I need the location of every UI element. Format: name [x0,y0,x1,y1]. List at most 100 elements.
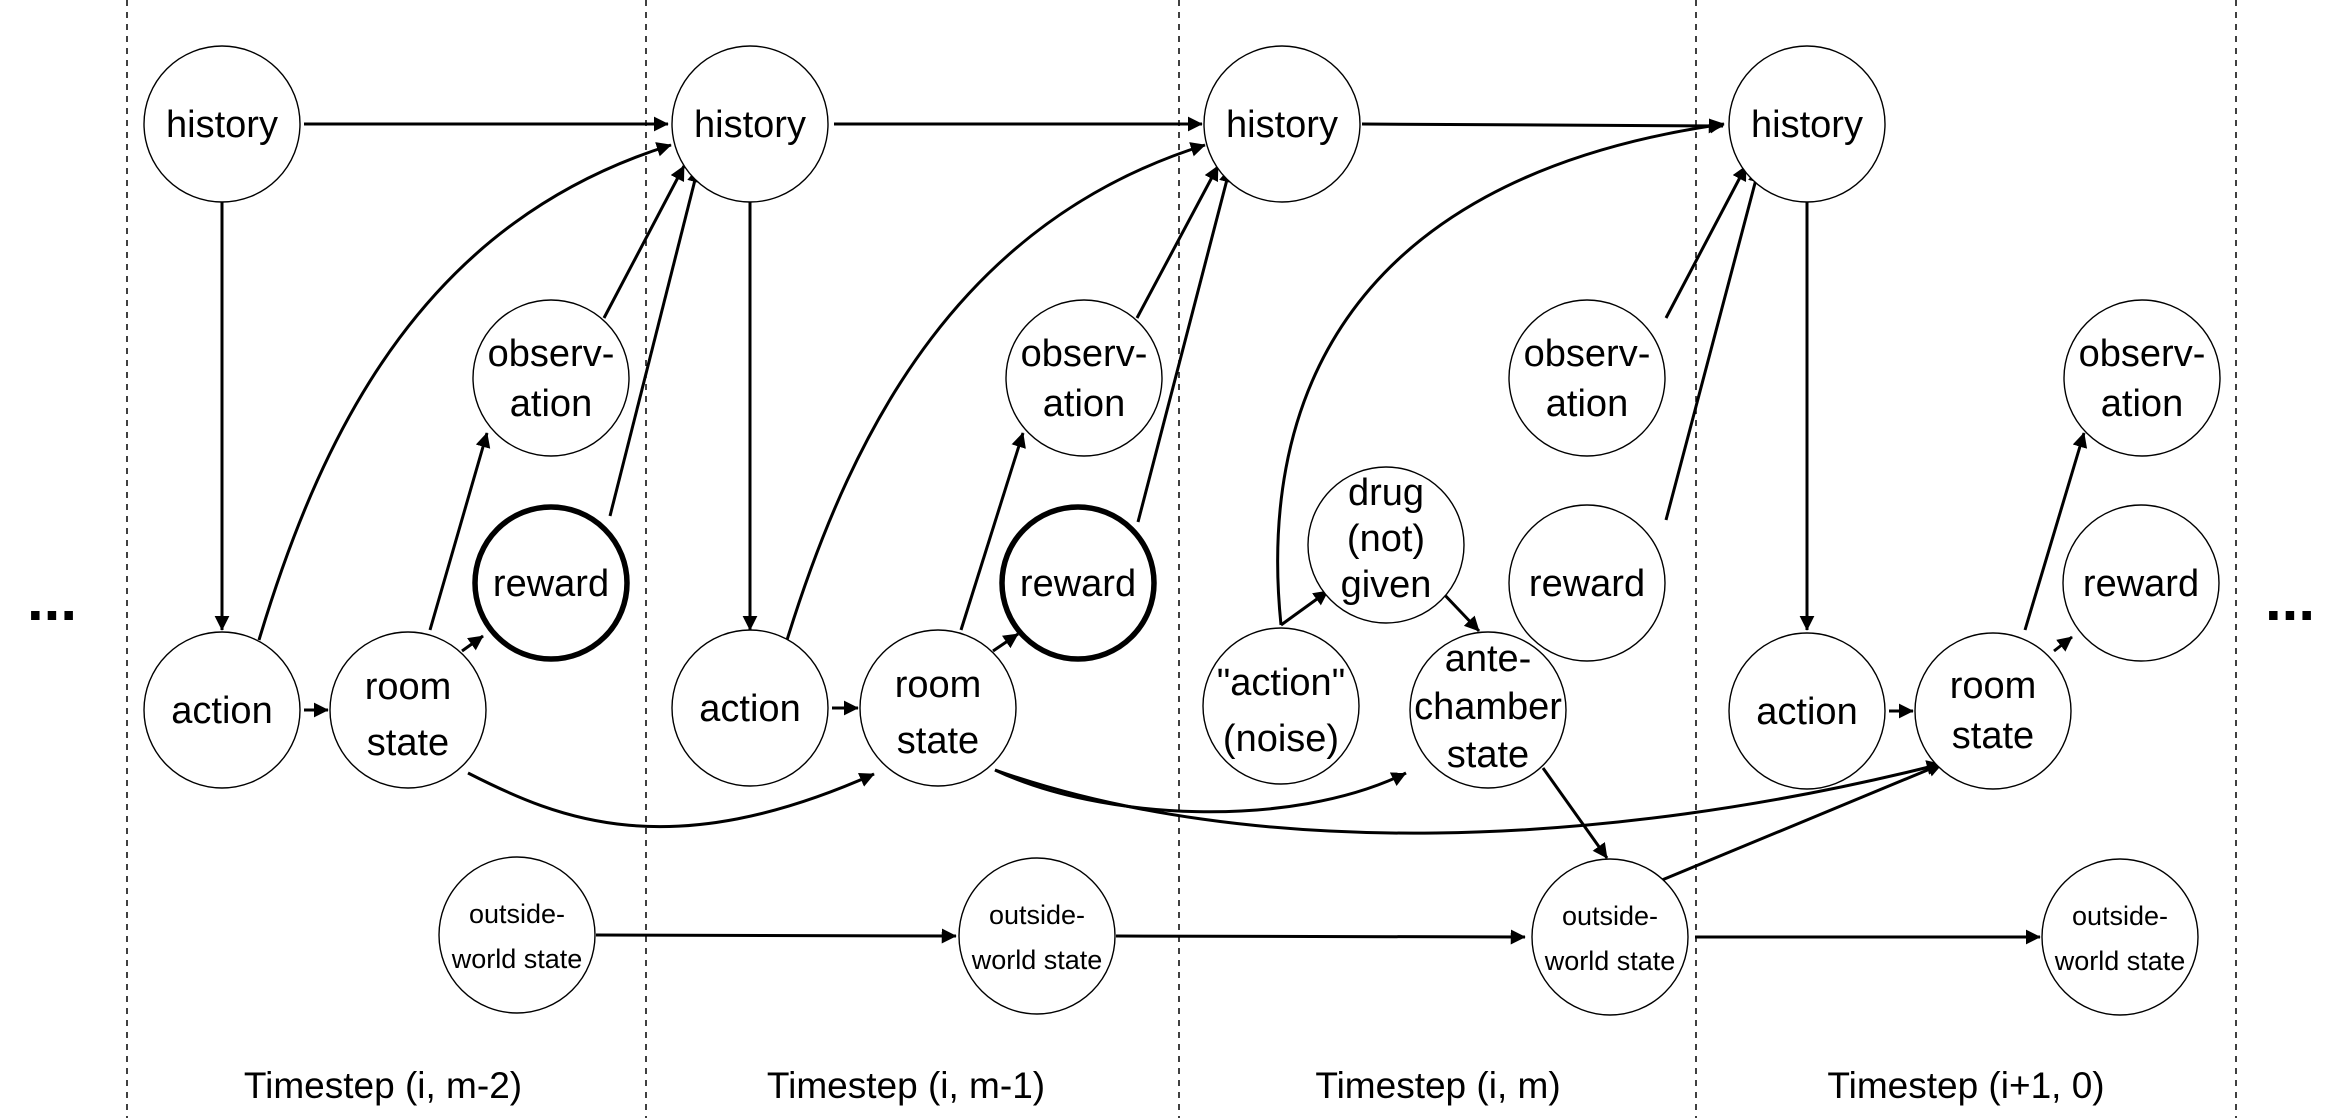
reward-label: reward [493,563,609,605]
antechamber-label: state [1447,734,1529,776]
room-state-node [329,631,487,789]
antechamber-label: chamber [1414,686,1562,728]
observation-label: observ- [1021,333,1148,375]
outside-world-label: world state [451,944,583,974]
room-state-label: room [365,666,452,708]
edge-room-state-to-room-state [467,771,875,829]
action-label: action [699,688,800,730]
outside-world-label: world state [2054,946,2186,976]
history-label: history [694,104,806,146]
drug-node [1307,466,1465,624]
reward-label: reward [2083,563,2199,605]
reward-node [472,504,630,662]
edge-reward-to-history [1664,167,1763,521]
observation-label: ation [1043,383,1125,425]
action-label: action [1756,691,1857,733]
edge-outside-to-next-room-state [1661,762,1943,882]
room-state-label: state [367,722,449,764]
history-node [143,45,301,203]
reward-node [2062,504,2220,662]
reward-node [999,504,1157,662]
history-node [1203,45,1361,203]
observation-node [2063,299,2221,457]
edge-noise-action-to-history [1276,118,1725,626]
edge-room-state-to-reward [992,632,1019,653]
ellipsis-left: ... [27,566,77,633]
edge-room-state-to-observation [2023,432,2088,631]
edge-history-to-history [1361,118,1724,134]
reward-label: reward [1529,563,1645,605]
noise-action-node [1202,627,1360,785]
edge-reward-to-history [608,167,702,517]
observation-label: ation [2101,383,2183,425]
outside-world-label: outside- [469,899,565,929]
edge-drug-to-antechamber [1438,588,1481,633]
observation-label: ation [510,383,592,425]
outside-world-label: outside- [989,900,1085,930]
room-state-node [859,629,1017,787]
outside-world-label: outside- [1562,901,1658,931]
edge-antechamber-to-outside [1541,767,1609,859]
outside-world-node [438,856,596,1014]
observation-node [472,299,630,457]
history-label: history [1226,104,1338,146]
outside-world-label: outside- [2072,901,2168,931]
edge-outside-to-outside [1115,929,1526,945]
history-label: history [1751,104,1863,146]
nodes: history action room state observ- ation … [143,45,2221,1016]
room-state-label: room [895,664,982,706]
noise-action-label: (noise) [1223,718,1339,760]
room-state-label: state [897,720,979,762]
observation-label: observ- [488,333,615,375]
observation-label: ation [1546,383,1628,425]
outside-world-label: world state [1544,946,1676,976]
observation-node [1005,299,1163,457]
drug-label: drug [1348,472,1424,514]
outside-world-node [2041,858,2199,1016]
history-node [671,45,829,203]
history-node [1728,45,1886,203]
edges [214,116,2088,945]
observation-node [1508,299,1666,457]
edge-room-state-to-reward [461,634,484,653]
edge-action-to-history [785,142,1206,641]
edge-observation-to-history [1135,165,1220,319]
antechamber-node [1409,631,1567,789]
edge-room-state-to-antechamber [994,768,1407,814]
edge-room-state-to-observation [959,432,1026,631]
edge-room-state-to-observation [428,432,491,631]
antechamber-label: ante- [1445,638,1532,680]
edge-noise-action-to-drug [1280,589,1329,627]
action-node [671,629,829,787]
edge-observation-to-history [1664,165,1748,319]
observation-label: observ- [1524,333,1651,375]
timestep-labels: Timestep (i, m-2) Timestep (i, m-1) Time… [244,1065,2105,1106]
timestep-label: Timestep (i, m-2) [244,1065,522,1106]
timestep-label: Timestep (i, m-1) [767,1065,1045,1106]
history-label: history [166,104,278,146]
timestep-label: Timestep (i+1, 0) [1827,1065,2104,1106]
reward-label: reward [1020,563,1136,605]
action-node [1728,632,1886,790]
outside-world-node [1531,858,1689,1016]
edge-outside-to-outside [595,928,957,944]
outside-world-node [958,857,1116,1015]
action-node [143,631,301,789]
edge-room-state-to-reward [2053,635,2073,653]
drug-label: (not) [1347,518,1425,560]
noise-action-label: "action" [1217,662,1345,704]
action-label: action [171,690,272,732]
room-state-node [1914,632,2072,790]
edge-room-state-to-next-room-state [994,760,1942,835]
observation-label: observ- [2079,333,2206,375]
room-state-label: room [1950,665,2037,707]
edge-reward-to-history [1136,167,1234,523]
ellipsis-right: ... [2265,566,2315,633]
edge-action-to-history [257,142,672,641]
room-state-label: state [1952,715,2034,757]
outside-world-label: world state [971,945,1103,975]
edge-observation-to-history [602,165,686,319]
reward-node [1508,504,1666,662]
timestep-label: Timestep (i, m) [1315,1065,1560,1106]
